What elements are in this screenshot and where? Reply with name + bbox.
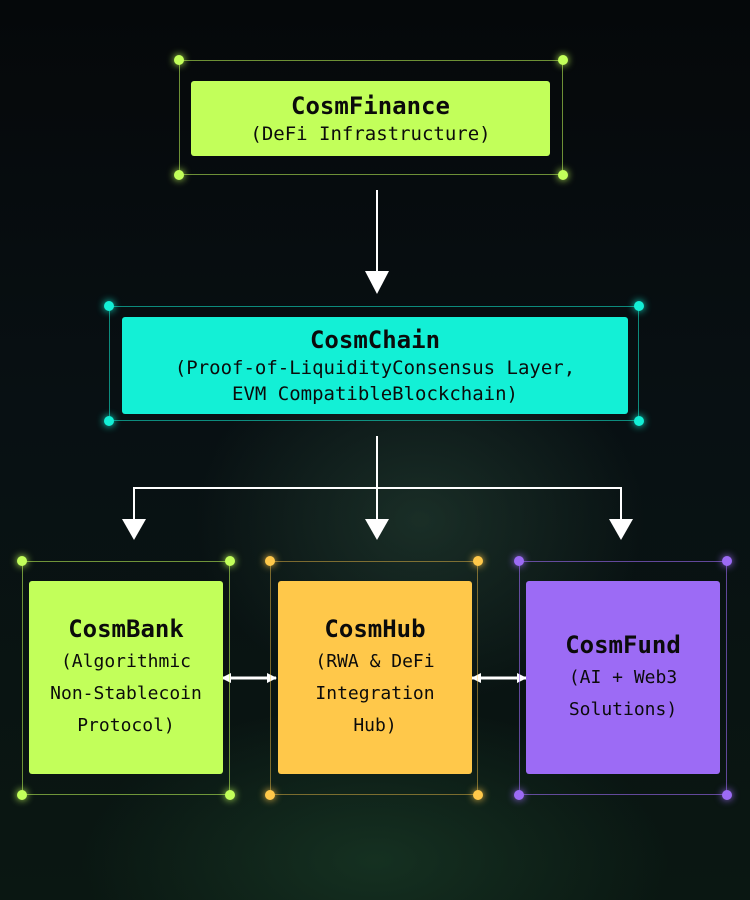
bank-frame (22, 561, 230, 795)
fund-corner-dot (514, 790, 524, 800)
finance-corner-dot (174, 170, 184, 180)
branch-line (133, 487, 622, 520)
bank-corner-dot (225, 790, 235, 800)
cosmhub-subtitle: (RWA & DeFi Integration Hub) (315, 650, 435, 736)
finance-frame (179, 60, 563, 175)
chain-corner-dot (634, 301, 644, 311)
arrowhead-fund (609, 519, 633, 540)
cosmchain-node: CosmChain (Proof-of-LiquidityConsensus L… (122, 317, 628, 414)
cosmchain-title: CosmChain (309, 325, 441, 354)
bank-corner-dot (17, 556, 27, 566)
chain-frame (109, 306, 639, 421)
cosmchain-subtitle: (Proof-of-LiquidityConsensus Layer, EVM … (174, 356, 576, 405)
hub-corner-dot (473, 556, 483, 566)
cosmhub-title: CosmHub (324, 614, 426, 643)
fund-frame (519, 561, 727, 795)
finance-corner-dot (558, 55, 568, 65)
arrowhead-bank (122, 519, 146, 540)
chain-corner-dot (104, 416, 114, 426)
cosmfund-subtitle: (AI + Web3 Solutions) (568, 666, 678, 720)
fund-corner-dot (514, 556, 524, 566)
hub-frame (270, 561, 478, 795)
cosmfund-title: CosmFund (565, 630, 681, 659)
fund-corner-dot (722, 790, 732, 800)
cosmbank-subtitle: (Algorithmic Non-Stablecoin Protocol) (50, 650, 202, 736)
bank-corner-dot (17, 790, 27, 800)
bank-corner-dot (225, 556, 235, 566)
cosmfinance-node: CosmFinance (DeFi Infrastructure) (191, 81, 550, 156)
hub-corner-dot (265, 790, 275, 800)
arrowhead-hub (365, 519, 389, 540)
cosmhub-node: CosmHub (RWA & DeFi Integration Hub) (278, 581, 472, 774)
cosmbank-title: CosmBank (68, 614, 184, 643)
finance-corner-dot (174, 55, 184, 65)
cosmfinance-title: CosmFinance (291, 91, 450, 120)
chain-corner-dot (634, 416, 644, 426)
arrowhead-chain (365, 271, 389, 294)
hub-corner-dot (265, 556, 275, 566)
fund-corner-dot (722, 556, 732, 566)
cosmfinance-subtitle: (DeFi Infrastructure) (250, 122, 491, 145)
cosmfund-node: CosmFund (AI + Web3 Solutions) (526, 581, 720, 774)
cosmbank-node: CosmBank (Algorithmic Non-Stablecoin Pro… (29, 581, 223, 774)
chain-corner-dot (104, 301, 114, 311)
finance-corner-dot (558, 170, 568, 180)
hub-corner-dot (473, 790, 483, 800)
